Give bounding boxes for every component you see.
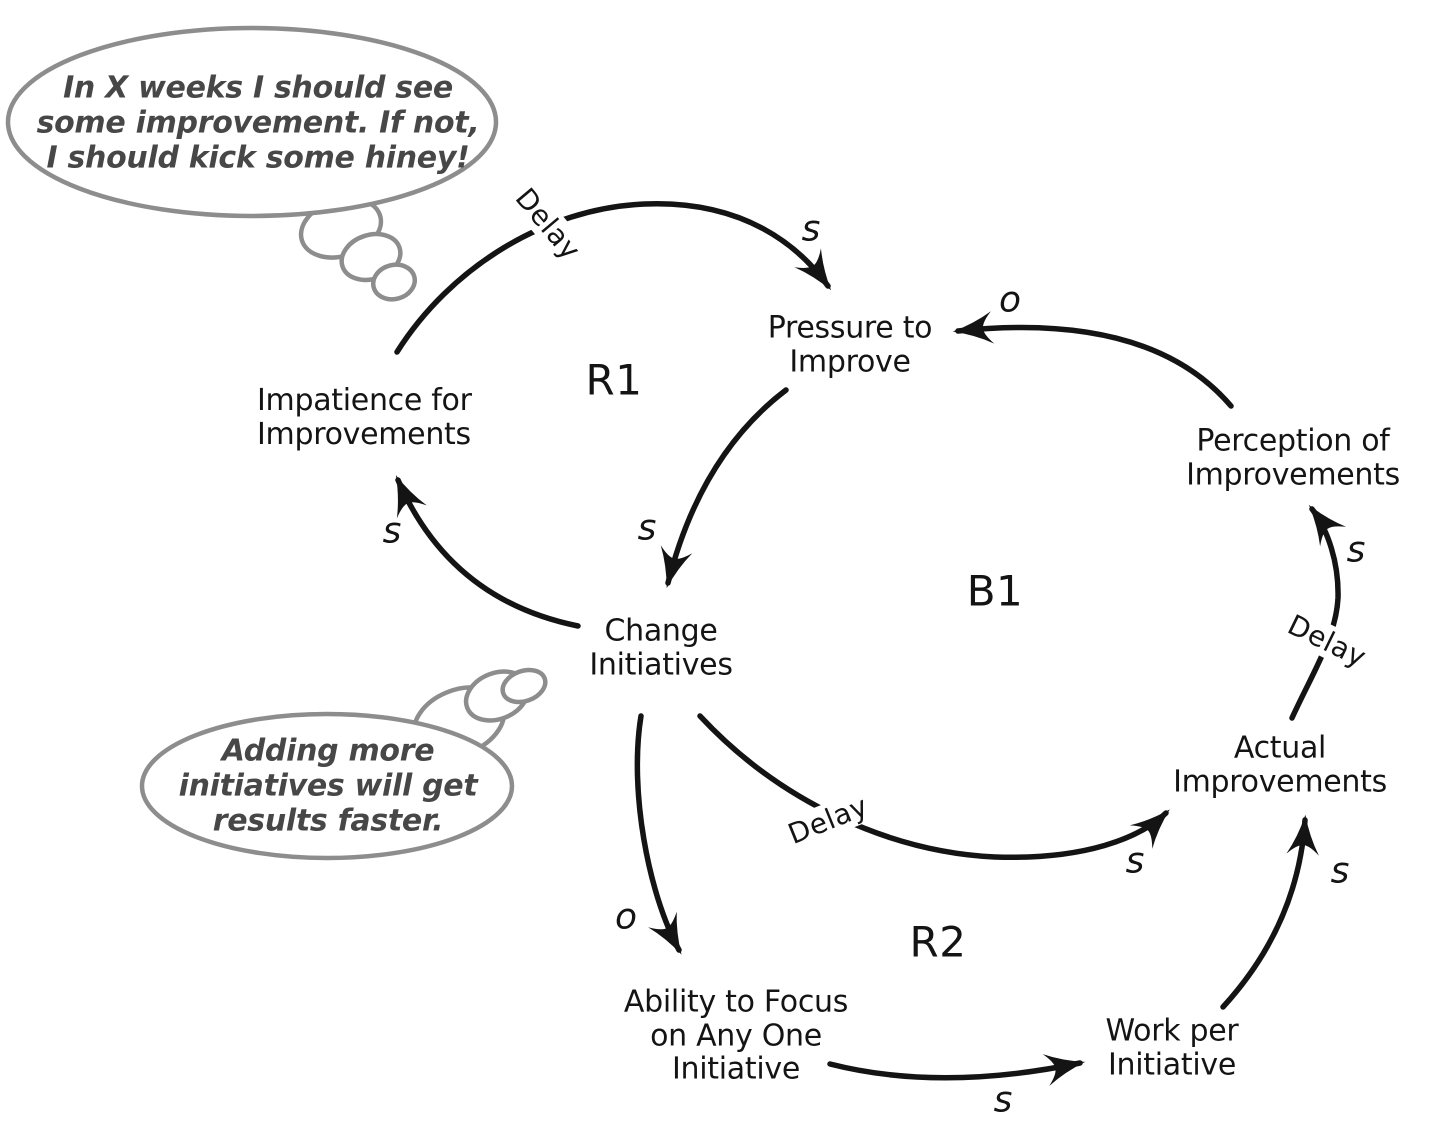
node-pressure-to-improve: Pressure to Improve (767, 310, 933, 379)
s-label-pressure-change: s (637, 507, 657, 549)
thought-bubble-2-text: Adding more initiatives will get results… (178, 733, 478, 839)
s-label-change-impatience: s (382, 510, 402, 552)
arrow-pressure-to-change (660, 387, 789, 589)
node-actual-improvements: Actual Improvements (1173, 730, 1387, 799)
o-label-change-ability: o (614, 896, 638, 938)
s-label-actual-perception: s (1346, 529, 1366, 571)
arrow-ability-to-work (827, 1054, 1086, 1086)
arrow-work-to-actual (1220, 814, 1319, 1010)
arrow-change-to-ability (634, 713, 682, 955)
node-change-initiatives: Change Initiatives (589, 613, 733, 682)
arrow-change-to-actual (697, 713, 1170, 861)
arrow-actual-to-perception (1289, 504, 1347, 721)
node-ability-to-focus: Ability to Focus on Any One Initiative (623, 984, 849, 1087)
o-label-perception-pressure: o (998, 279, 1022, 321)
loop-label-r2: R2 (909, 917, 967, 967)
thought-bubble-1-text: In X weeks I should see some improvement… (36, 70, 480, 176)
node-work-per-initiative: Work per Initiative (1105, 1013, 1239, 1082)
s-label-work-actual: s (1330, 850, 1350, 892)
s-label-ability-work: s (993, 1079, 1013, 1121)
thought-bubble-2-tail-small (500, 667, 548, 705)
node-perception-of-improvements: Perception of Improvements (1186, 423, 1400, 492)
thought-bubble-1-outline (5, 25, 499, 219)
loop-label-b1: B1 (966, 566, 1024, 616)
s-label-change-actual: s (1125, 840, 1145, 882)
s-label-impatience-pressure: s (801, 208, 821, 250)
loop-label-r1: R1 (585, 355, 643, 405)
thought-bubble-2-outline (139, 711, 515, 861)
node-impatience-for-improvements: Impatience for Improvements (257, 383, 472, 452)
arrow-perception-to-pressure (952, 311, 1234, 409)
thought-bubble-1-tail-small (370, 262, 418, 302)
arrow-change-to-impatience (395, 475, 581, 629)
arrow-impatience-to-pressure (394, 201, 832, 355)
